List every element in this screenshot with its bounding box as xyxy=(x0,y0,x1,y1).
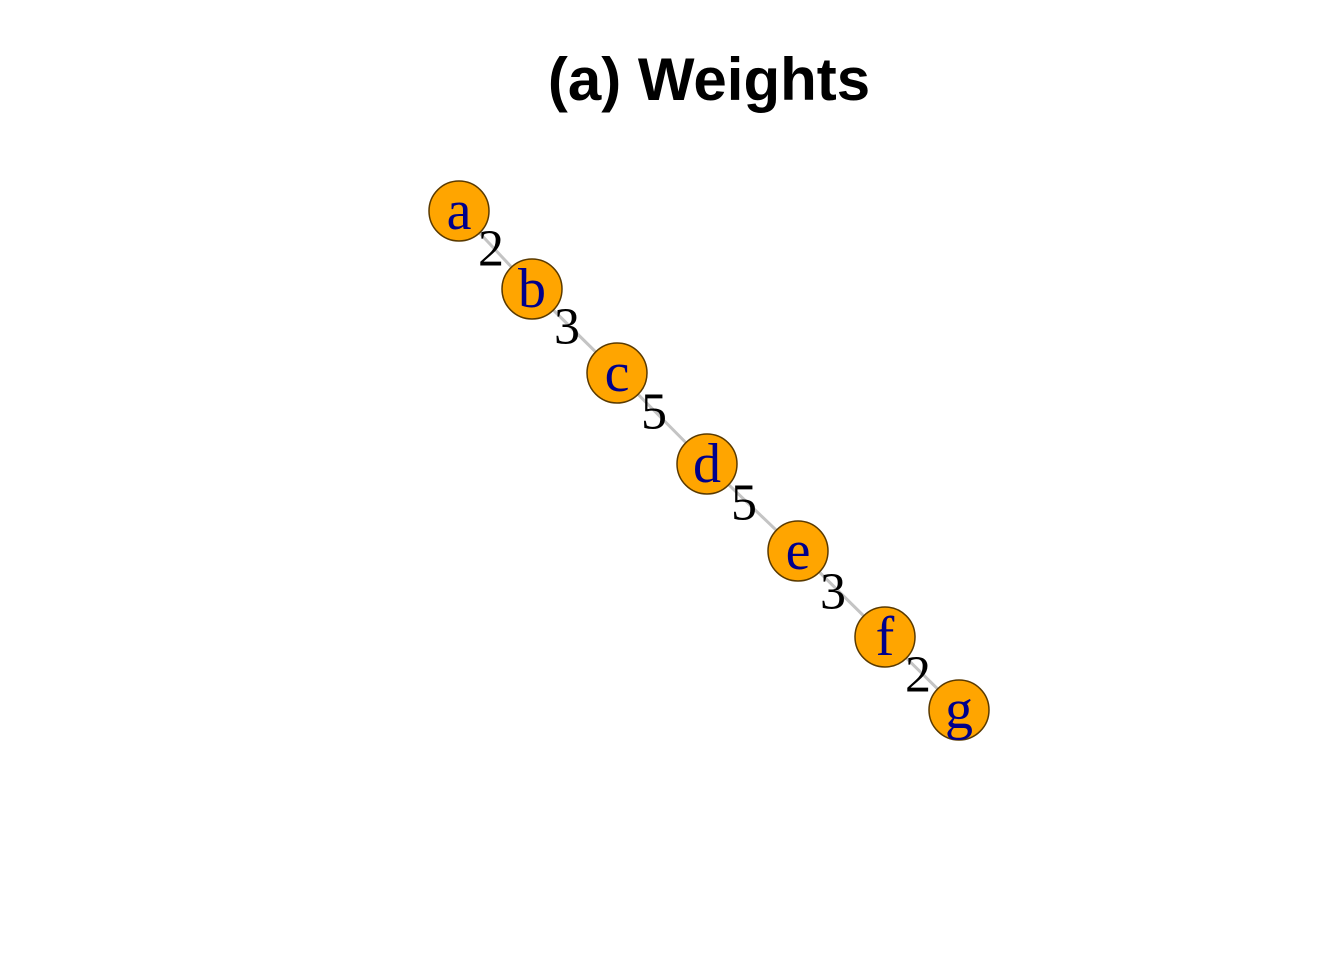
node-c xyxy=(586,342,648,404)
edge-weight-label: 3 xyxy=(554,299,580,356)
node-label-b: b xyxy=(518,258,546,320)
plot-title: (a) Weights xyxy=(547,46,871,113)
node-a xyxy=(428,180,490,242)
nodes-layer: abc d e fg xyxy=(428,180,990,741)
node-label-f: f xyxy=(876,606,895,668)
node-d xyxy=(676,433,738,495)
node-f xyxy=(854,606,916,668)
node-label-g: g xyxy=(945,679,973,741)
edge-weight-label: 5 xyxy=(641,384,667,441)
node-e xyxy=(767,520,829,582)
node-g xyxy=(928,679,990,741)
edge-weight-label: 5 xyxy=(731,475,757,532)
edge-weight-label: 3 xyxy=(820,564,846,621)
node-label-c: c xyxy=(605,342,630,404)
node-label-d: d xyxy=(693,433,721,495)
node-b xyxy=(501,258,563,320)
edge-weight-label: 2 xyxy=(905,647,931,704)
node-label-e: e xyxy=(786,520,811,582)
node-label-a: a xyxy=(447,180,472,242)
